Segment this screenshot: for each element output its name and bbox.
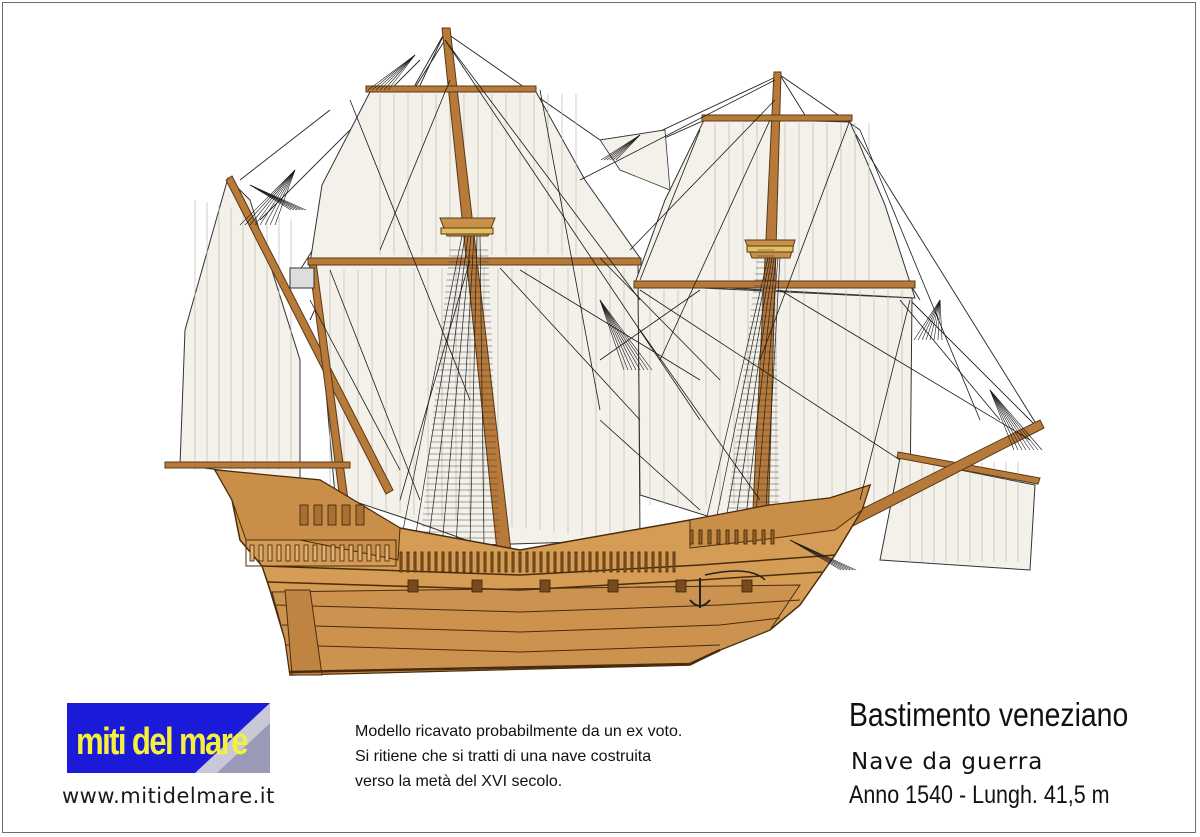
main-course-yard [307,257,642,266]
logo-text: miti del mare [76,721,249,763]
mizzen-yard [164,461,351,469]
description: Modello ricavato probabilmente da un ex … [355,719,682,794]
main-top-yard [365,85,537,93]
ship-specs: Anno 1540 - Lungh. 41,5 m [849,781,1110,809]
ship-illustration [164,27,1045,676]
website-link[interactable]: www.mitidelmare.it [62,784,275,808]
main-topsail [309,89,641,264]
ship-subtitle: Nave da guerra [851,749,1044,775]
hull-details [249,504,775,593]
description-line: verso la metà del XVI secolo. [355,773,563,790]
fore-course-yard [633,280,916,289]
description-line: Modello ricavato probabilmente da un ex … [355,723,683,740]
description-line: Si ritiene che si tratti di una nave cos… [355,748,652,765]
fore-top-yard [701,114,853,122]
rigging-front [239,39,1043,571]
logo-sail-icon [195,703,270,773]
hull [213,469,872,676]
logo: miti del mare [67,703,270,773]
fighting-tops [289,217,796,289]
spars [164,27,1045,561]
mizzen-lateen-sail [179,177,301,481]
spritsail-yard [896,451,1041,485]
ship-title: Bastimento veneziano [849,696,1129,733]
